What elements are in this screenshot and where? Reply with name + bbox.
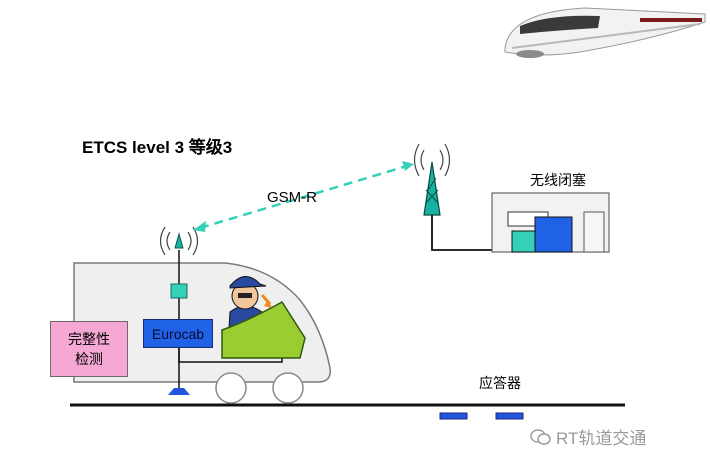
eurocab-box: Eurocab bbox=[143, 319, 213, 348]
integrity-line-2: 检测 bbox=[75, 351, 103, 367]
train-antenna-icon bbox=[174, 232, 184, 249]
balise-2 bbox=[495, 412, 524, 420]
wechat-icon bbox=[530, 428, 551, 445]
rbc-building bbox=[491, 192, 610, 253]
gsm-r-radio-link bbox=[199, 164, 408, 230]
diagram-title: ETCS level 3 等级3 bbox=[82, 138, 233, 157]
balise-label: 应答器 bbox=[479, 375, 521, 391]
driver-cab-console bbox=[221, 300, 306, 359]
balise-antenna-icon bbox=[168, 388, 190, 395]
train-wheel-2 bbox=[272, 372, 304, 404]
gsm-r-label: GSM-R bbox=[267, 189, 317, 206]
rbc-label: 无线闭塞 bbox=[530, 172, 586, 188]
integrity-check-box: 完整性 检测 bbox=[50, 321, 128, 377]
mast-to-rbc-cable bbox=[431, 215, 492, 251]
integrity-line-1: 完整性 bbox=[68, 331, 110, 347]
eurocab-label: Eurocab bbox=[151, 325, 205, 342]
train-wheel-1 bbox=[215, 372, 247, 404]
train-radio-unit bbox=[170, 283, 188, 299]
balise-1 bbox=[439, 412, 468, 420]
radio-mast bbox=[423, 161, 441, 216]
watermark: RT轨道交通 bbox=[530, 424, 646, 449]
train-image bbox=[504, 7, 706, 58]
watermark-text: RT轨道交通 bbox=[556, 429, 647, 448]
